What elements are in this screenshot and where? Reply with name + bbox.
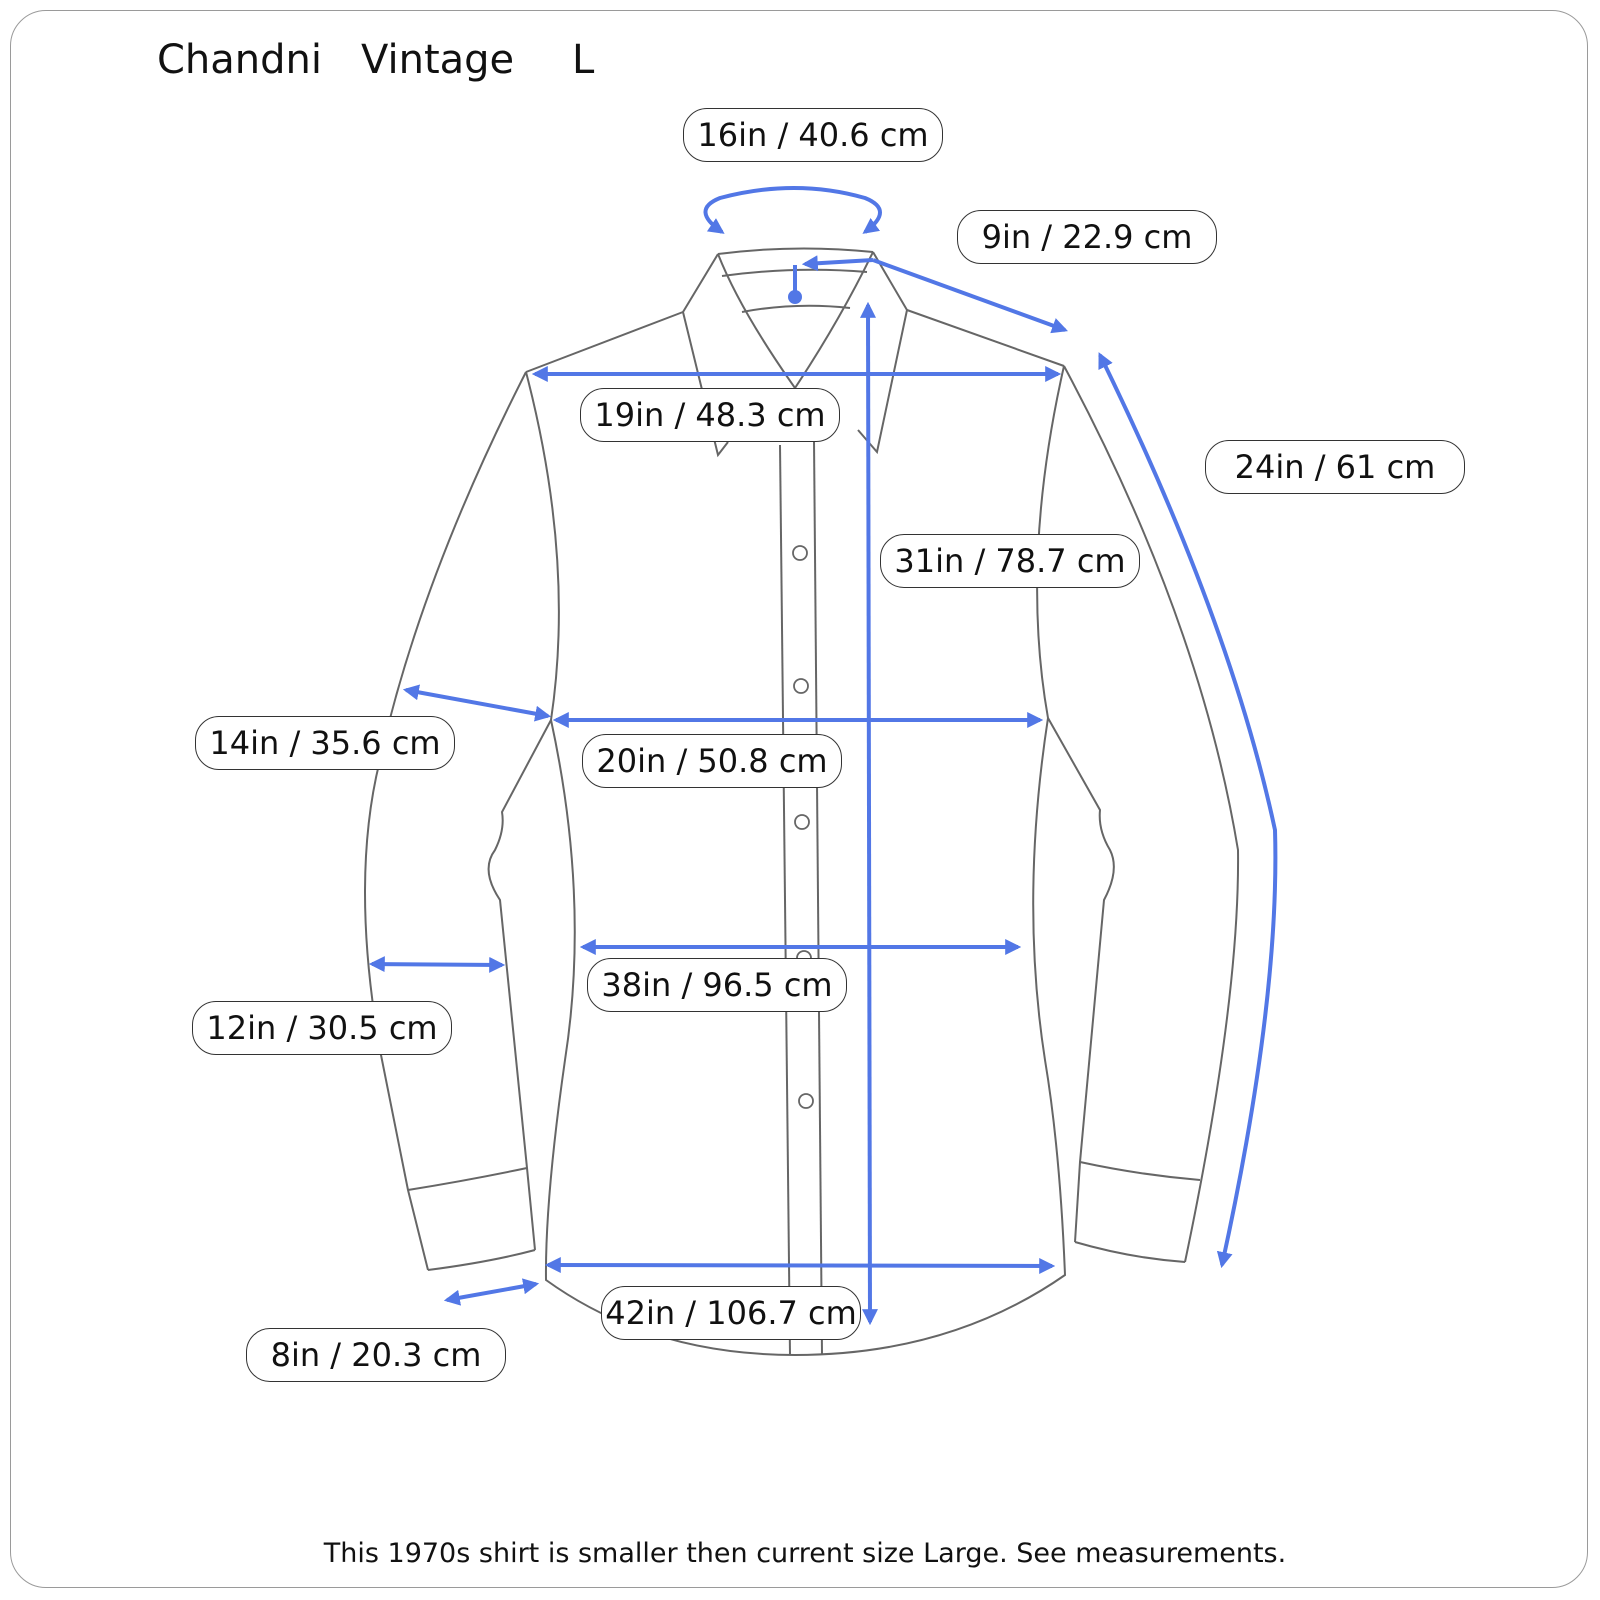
sleeve-length-measurement: 24in / 61 cm — [1205, 440, 1465, 494]
collar-measurement: 16in / 40.6 cm — [683, 108, 943, 162]
style-label: Vintage — [361, 37, 515, 83]
footer-note: This 1970s shirt is smaller then current… — [323, 1538, 1287, 1569]
across-shoulders-measurement: 19in / 48.3 cm — [580, 388, 840, 442]
collar-arrow — [703, 186, 882, 234]
forearm-arrow — [368, 956, 506, 973]
collar-pin-dot — [788, 290, 802, 304]
button — [792, 545, 808, 561]
hem-measurement: 42in / 106.7 cm — [601, 1286, 861, 1340]
chest-measurement: 20in / 50.8 cm — [582, 734, 842, 788]
button — [793, 678, 809, 694]
bicep-measurement: 14in / 35.6 cm — [195, 716, 455, 770]
shoulder-arrow-left — [801, 255, 874, 272]
button — [798, 1093, 814, 1109]
cuff-arrow — [443, 1278, 540, 1306]
diagram-frame — [10, 10, 1588, 1588]
shoulder-measurement: 9in / 22.9 cm — [957, 210, 1217, 264]
sleeve-length-arrow — [1098, 352, 1278, 1269]
brand-label: Chandni — [157, 37, 322, 83]
button — [794, 814, 810, 830]
buttons — [792, 545, 814, 1109]
forearm-measurement: 12in / 30.5 cm — [192, 1001, 452, 1055]
size-label: L — [572, 37, 595, 83]
hem-arrow — [544, 1257, 1056, 1274]
shoulder-arrow-right — [872, 258, 1069, 334]
body-length-measurement: 31in / 78.7 cm — [880, 534, 1140, 588]
bicep-arrow — [402, 684, 552, 722]
waist-measurement: 38in / 96.5 cm — [587, 958, 847, 1012]
body-length-arrow — [860, 301, 878, 1326]
measurement-arrows — [368, 186, 1278, 1326]
cuff-measurement: 8in / 20.3 cm — [246, 1328, 506, 1382]
